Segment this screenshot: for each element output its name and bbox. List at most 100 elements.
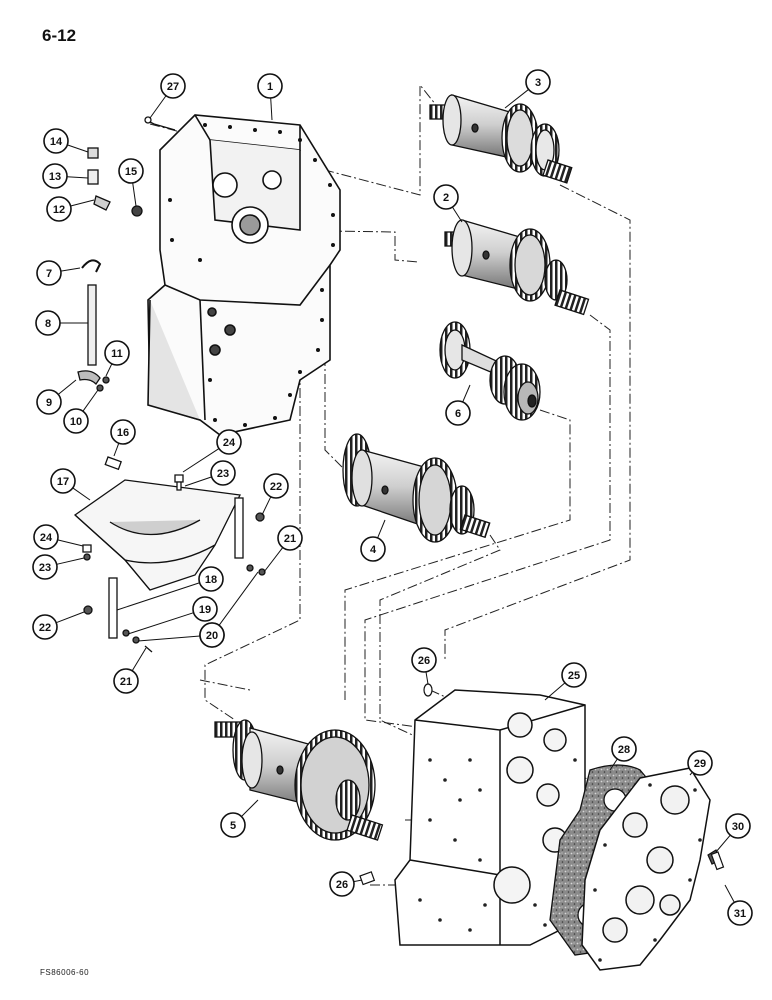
leader-line-7 [60, 267, 81, 272]
callout-14: 14 [43, 128, 69, 154]
callout-circle [210, 460, 236, 486]
callout-circle [433, 184, 459, 210]
leader-line-19 [127, 612, 194, 635]
leader-line-16 [113, 443, 120, 457]
callout-circle [360, 536, 386, 562]
callout-30: 30 [725, 813, 751, 839]
callout-circle [277, 525, 303, 551]
callout-number: 3 [535, 77, 541, 89]
callout-11: 11 [104, 340, 130, 366]
callout-2: 2 [433, 184, 459, 210]
callout-16: 16 [110, 419, 136, 445]
callout-26: 26 [329, 871, 355, 897]
shaft-assembly-2 [444, 219, 590, 316]
callout-27: 27 [160, 73, 186, 99]
callout-circle [257, 73, 283, 99]
callout-25: 25 [561, 662, 587, 688]
callout-number: 27 [167, 81, 179, 93]
leader-line-24 [57, 539, 84, 547]
callout-number: 13 [49, 171, 61, 183]
callout-number: 5 [230, 820, 236, 832]
callout-24: 24 [33, 524, 59, 550]
callout-number: 6 [455, 408, 461, 420]
callout-labels: 1234567891011121314151617181920202121222… [32, 69, 753, 926]
callout-circle [561, 662, 587, 688]
leader-line-15 [132, 182, 137, 207]
leader-line-4 [377, 519, 386, 539]
callout-number: 26 [418, 655, 430, 667]
leader-line-11 [105, 363, 113, 377]
callout-17: 17 [50, 468, 76, 494]
callout-number: 22 [39, 622, 51, 634]
leader-line-1 [270, 97, 273, 121]
leader-line-10 [82, 389, 99, 412]
callout-circle [46, 196, 72, 222]
leader-line-27 [149, 95, 167, 119]
callout-circle [104, 340, 130, 366]
callout-19: 19 [192, 596, 218, 622]
leader-line-18 [116, 582, 200, 611]
callout-20: 20 [199, 622, 225, 648]
callout-number: 7 [46, 268, 52, 280]
callout-number: 17 [57, 476, 69, 488]
callout-number: 16 [117, 427, 129, 439]
callout-circle [110, 419, 136, 445]
callout-leader-lines [56, 89, 735, 903]
callout-24: 24 [216, 429, 242, 455]
callout-number: 20 [206, 630, 218, 642]
callout-circle [220, 812, 246, 838]
callout-9: 9 [36, 389, 62, 415]
callout-3: 3 [525, 69, 551, 95]
callout-number: 29 [694, 758, 706, 770]
leader-line-21 [263, 547, 284, 573]
leader-line-12 [70, 199, 95, 207]
shaft-assembly-3 [429, 94, 573, 184]
callout-number: 9 [46, 397, 52, 409]
leader-line-23 [184, 476, 212, 487]
callout-circle [329, 871, 355, 897]
countershaft-6 [439, 321, 541, 421]
callout-circle [263, 473, 289, 499]
callout-21: 21 [113, 668, 139, 694]
callout-circle [36, 389, 62, 415]
callout-number: 10 [70, 416, 82, 428]
leader-line-21 [131, 647, 147, 671]
callout-13: 13 [42, 163, 68, 189]
callout-12: 12 [46, 196, 72, 222]
breather-tube-assembly [77, 116, 176, 392]
callout-5: 5 [220, 812, 246, 838]
leader-line-26 [425, 671, 429, 685]
leader-line-5 [241, 799, 259, 817]
leader-line-20 [218, 571, 259, 626]
leader-line-31 [724, 884, 735, 903]
leader-line-3 [504, 89, 529, 109]
leader-line-13 [66, 176, 89, 179]
callout-circle [63, 408, 89, 434]
callout-23: 23 [32, 554, 58, 580]
leader-line-23 [56, 557, 85, 565]
callout-number: 21 [120, 676, 132, 688]
shaft-assembly-5 [214, 719, 384, 841]
callout-6: 6 [445, 400, 471, 426]
leader-line-14 [67, 144, 89, 153]
callout-circle [725, 813, 751, 839]
callout-circle [36, 260, 62, 286]
callout-circle [445, 400, 471, 426]
callout-number: 28 [618, 744, 630, 756]
leader-line-30 [715, 834, 731, 853]
callout-circle [216, 429, 242, 455]
callout-31: 31 [727, 900, 753, 926]
callout-number: 1 [267, 81, 273, 93]
leader-line-17 [72, 487, 91, 501]
callout-circle [43, 128, 69, 154]
callout-22: 22 [263, 473, 289, 499]
callout-circle [192, 596, 218, 622]
callout-number: 22 [270, 481, 282, 493]
shaft-assembly-4 [342, 433, 491, 543]
callout-number: 18 [205, 574, 217, 586]
callout-circle [199, 622, 225, 648]
callout-circle [727, 900, 753, 926]
callout-circle [33, 524, 59, 550]
callout-circle [35, 310, 61, 336]
